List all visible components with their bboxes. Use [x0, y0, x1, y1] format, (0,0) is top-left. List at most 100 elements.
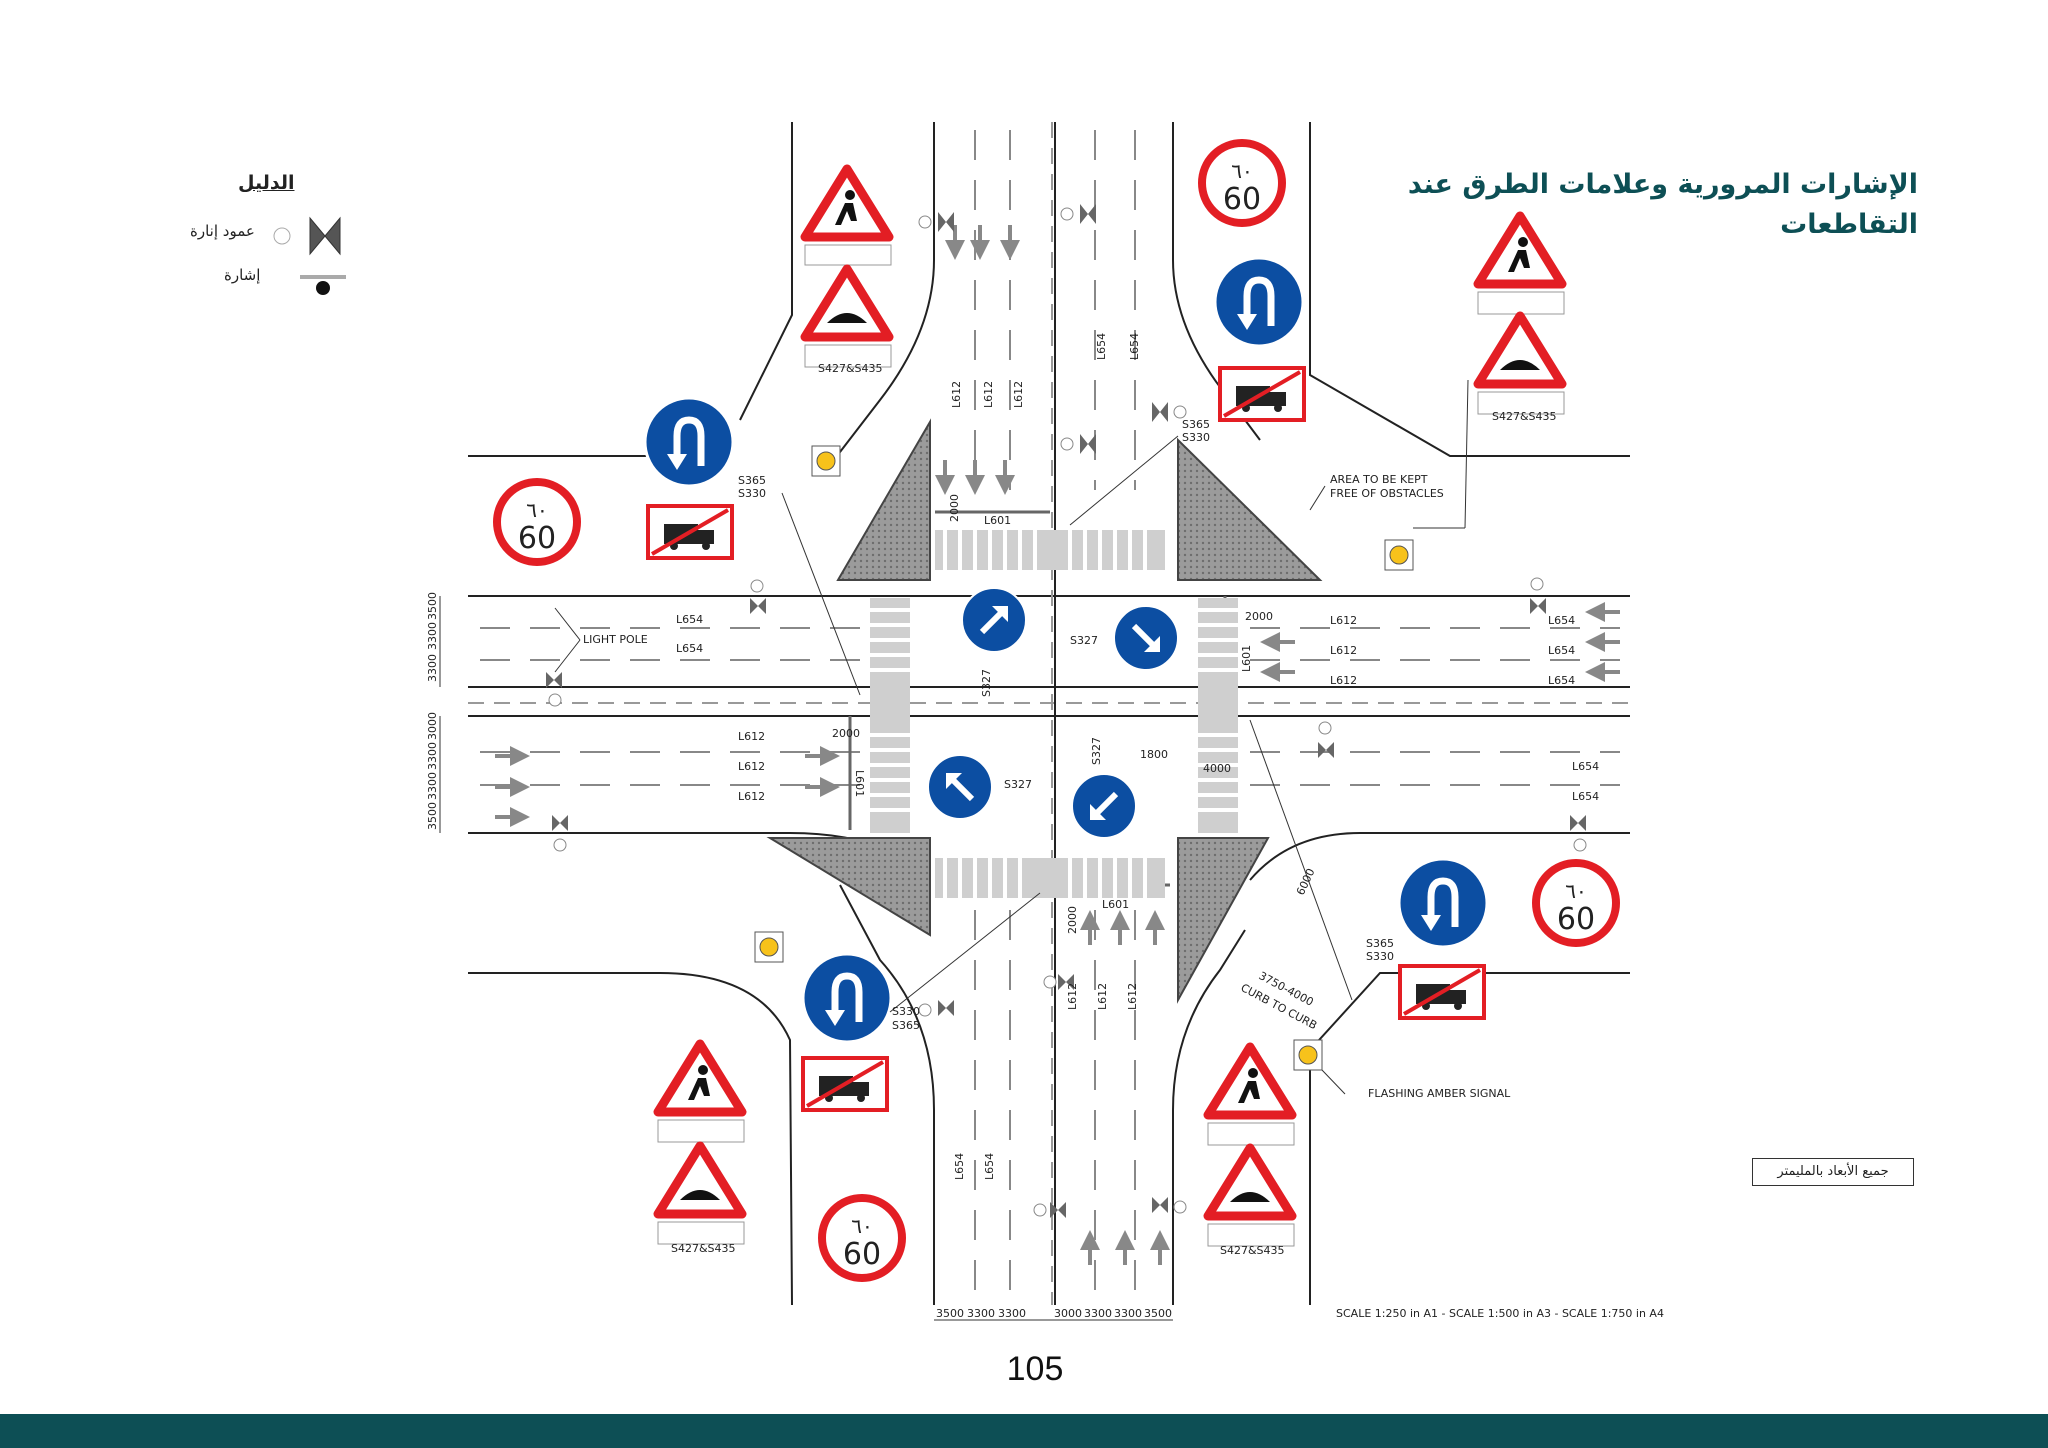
pedestrian-sign-icon: [1203, 1042, 1297, 1146]
speed-bump-sign-icon: [800, 264, 894, 368]
edge-dimensions: 3500 3300 3300 3000 3300 3300 3500 3500 …: [426, 592, 1173, 1321]
light-pole-icon: [750, 579, 766, 614]
page-number: 105: [1006, 1350, 1064, 1388]
no-trucks-sign-icon: [1398, 964, 1486, 1020]
s330-label: S330: [1366, 950, 1394, 963]
speed-limit-arabic: ٦٠: [1231, 159, 1252, 183]
leader-lines: [554, 379, 1469, 1095]
l601-label: L601: [1240, 645, 1253, 672]
speed-limit-value: 60: [1223, 182, 1261, 217]
l654-label: L654: [1548, 644, 1575, 657]
no-trucks-sign-icon: [801, 1056, 889, 1112]
dimension-bottom-right: 3300: [1114, 1307, 1142, 1320]
dimension-left-bottom: 3000: [426, 712, 439, 740]
flashing-amber-signal-icon: [1293, 1039, 1323, 1071]
s330-label: S330: [892, 1005, 920, 1018]
l612-label: L612: [982, 381, 995, 408]
traffic-islands: [766, 418, 1323, 1004]
l654-label: L654: [983, 1153, 996, 1180]
pedestrian-sign-icon: [1473, 211, 1567, 315]
flashing-amber-signal-icon: [754, 931, 784, 963]
l601-label: L601: [984, 514, 1011, 527]
s365-label: S365: [1182, 418, 1210, 431]
footer-bar: [0, 1414, 2048, 1448]
l654-label: L654: [1572, 760, 1599, 773]
l612-label: L612: [738, 760, 765, 773]
s330-label: S330: [738, 487, 766, 500]
dimension-bottom-right: 3300: [1084, 1307, 1112, 1320]
dimension-6000: 6000: [1294, 866, 1318, 897]
area-kept-label-2: FREE OF OBSTACLES: [1330, 487, 1444, 500]
speed-limit-value: 60: [518, 521, 556, 556]
sign-code-label: S427&S435: [671, 1242, 736, 1255]
l612-label: L612: [1330, 644, 1357, 657]
l601-label: L601: [853, 770, 866, 797]
sign-code-label: S427&S435: [818, 362, 883, 375]
l654-label: L654: [1572, 790, 1599, 803]
dimension-2000: 2000: [1245, 610, 1273, 623]
speed-bump-sign-icon: [1473, 311, 1567, 415]
l654-label: L654: [953, 1153, 966, 1180]
dimension-left-top: 3500: [426, 592, 439, 620]
speed-limit-sign-icon: ٦٠ 60: [493, 478, 581, 566]
speed-limit-value: 60: [843, 1237, 881, 1272]
speed-bump-sign-icon: [1203, 1143, 1297, 1247]
dimension-left-top: 3300: [426, 654, 439, 682]
light-pole-icon: [1318, 721, 1334, 758]
dimension-1800: 1800: [1140, 748, 1168, 761]
s365-label: S365: [738, 474, 766, 487]
speed-limit-sign-icon: ٦٠ 60: [1198, 139, 1286, 227]
light-pole-icon: [1152, 402, 1187, 422]
l612-label: L612: [1096, 983, 1109, 1010]
flashing-amber-label: FLASHING AMBER SIGNAL: [1368, 1087, 1511, 1100]
l654-label: L654: [1548, 614, 1575, 627]
l612-label: L612: [1126, 983, 1139, 1010]
u-turn-sign-icon: [1213, 256, 1305, 348]
s330-label: S330: [1182, 431, 1210, 444]
area-kept-label-1: AREA TO BE KEPT: [1330, 473, 1428, 486]
dimension-bottom-right: 3500: [1144, 1307, 1172, 1320]
s327-label: S327: [1070, 634, 1098, 647]
legend-title: الدليل: [238, 172, 295, 194]
light-pole-icon: [1530, 577, 1546, 614]
no-trucks-sign-icon: [646, 504, 734, 560]
lane-arrows: [495, 225, 1620, 1265]
dimension-2000: 2000: [948, 494, 961, 522]
l612-label: L612: [1066, 983, 1079, 1010]
dimension-bottom-left: 3300: [967, 1307, 995, 1320]
dimension-bottom-right: 3000: [1054, 1307, 1082, 1320]
l654-label: L654: [676, 642, 703, 655]
light-pole-icon: [918, 1000, 954, 1017]
u-turn-sign-icon: [1397, 857, 1489, 949]
scale-note: SCALE 1:250 in A1 - SCALE 1:500 in A3 - …: [1336, 1307, 1664, 1320]
legend-sign-icon: [300, 275, 346, 295]
light-pole-icon: [1033, 1202, 1066, 1218]
legend-sign-label: إشارة: [224, 266, 261, 284]
light-pole-icon: [1043, 974, 1074, 990]
l612-label: L612: [738, 790, 765, 803]
no-trucks-sign-icon: [1218, 366, 1306, 422]
keep-arrow-sign-icon: [1071, 773, 1137, 839]
keep-arrow-sign-icon: [1113, 605, 1179, 671]
light-pole-icon: [918, 212, 954, 232]
road-edges: [468, 122, 1630, 1306]
page-title: الإشارات المرورية وعلامات الطرق عند التق…: [1407, 169, 1918, 240]
keep-arrow-sign-icon: [927, 754, 993, 820]
light-pole-icon: [1060, 434, 1096, 454]
flashing-amber-signal-icon: [811, 445, 841, 477]
light-pole-icon: [1060, 204, 1096, 224]
u-turn-sign-icon: [643, 396, 735, 488]
light-pole-label: LIGHT POLE: [583, 633, 648, 646]
light-pole-icon: [552, 815, 568, 852]
light-pole-icon: [546, 672, 562, 707]
dimension-2000: 2000: [1066, 906, 1079, 934]
l612-label: L612: [1330, 674, 1357, 687]
light-pole-icon: [1152, 1197, 1187, 1214]
speed-limit-sign-icon: ٦٠ 60: [1532, 859, 1620, 947]
s365-label: S365: [892, 1019, 920, 1032]
l612-label: L612: [1012, 381, 1025, 408]
s327-label: S327: [1090, 737, 1103, 765]
s327-label: S327: [980, 669, 993, 697]
light-pole-icon: [1570, 815, 1587, 852]
